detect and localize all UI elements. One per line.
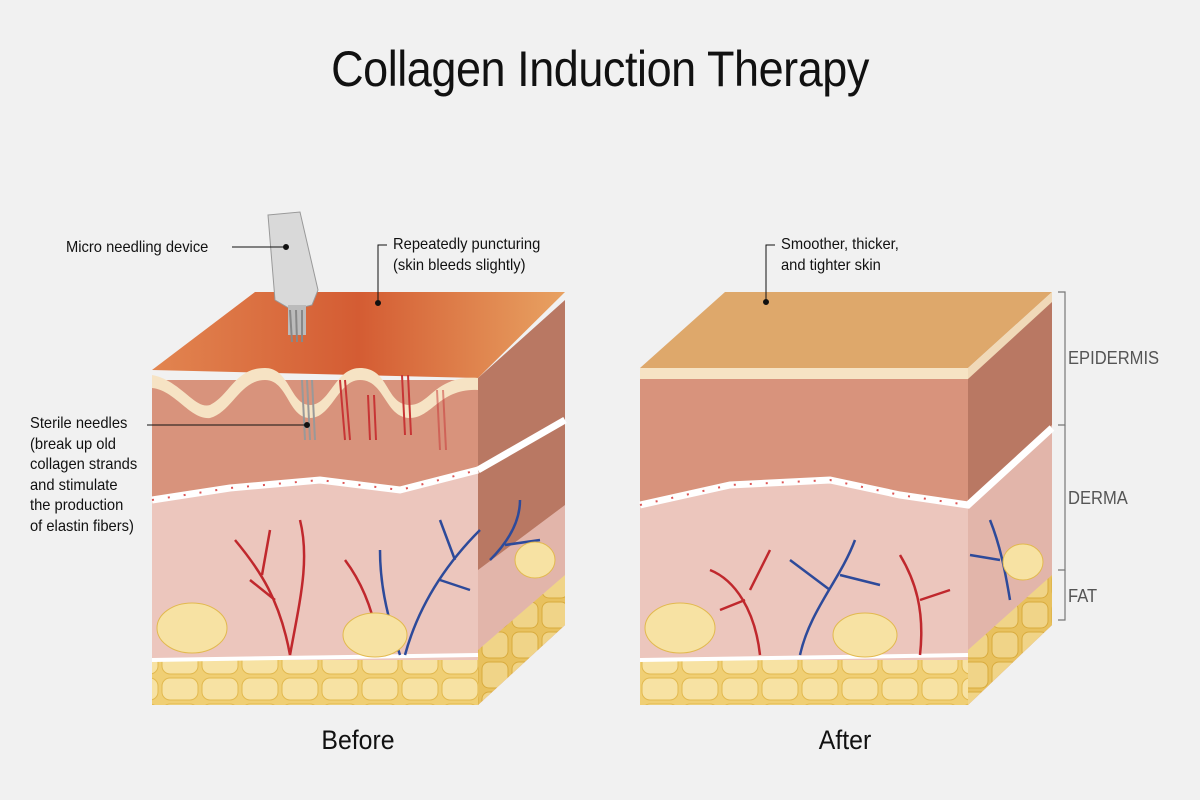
lower-dermis	[152, 470, 478, 660]
label-puncturing-2: (skin bleeds slightly)	[393, 257, 526, 274]
fat-front	[152, 660, 478, 705]
before-skin-block	[151, 211, 567, 705]
layer-label-derma: DERMA	[1068, 488, 1128, 508]
label-skin-1: Smoother, thicker,	[781, 236, 899, 253]
needles-line: Sterile needles	[30, 415, 128, 432]
microneedling-device-icon	[267, 211, 319, 343]
needles-line: and stimulate	[30, 476, 118, 494]
layer-label-epidermis: EPIDERMIS	[1068, 348, 1160, 368]
layer-label-fat: FAT	[1068, 586, 1098, 606]
needles-line: collagen strands	[30, 456, 138, 473]
leader-lines	[147, 244, 775, 428]
caption-before: Before	[321, 725, 395, 755]
epidermis-top	[152, 292, 565, 378]
layer-brackets	[1058, 291, 1066, 621]
needles-line: (break up old	[30, 435, 116, 453]
fat-cluster	[156, 602, 228, 654]
label-skin-2: and tighter skin	[781, 257, 881, 274]
label-needles: Sterile needles (break up old collagen s…	[30, 414, 137, 537]
page-title: Collagen Induction Therapy	[331, 41, 869, 97]
needles-line: the production	[30, 497, 124, 514]
epidermis-top	[640, 292, 1052, 368]
label-puncturing-1: Repeatedly puncturing	[393, 236, 541, 253]
needles-icon	[301, 379, 316, 441]
blood-vessels	[709, 519, 1012, 656]
label-device: Micro needling device	[66, 239, 209, 256]
epidermis-wave	[152, 368, 478, 419]
caption-after: After	[818, 725, 872, 755]
needles-line: of elastin fibers)	[30, 517, 134, 535]
after-skin-block	[639, 292, 1055, 705]
